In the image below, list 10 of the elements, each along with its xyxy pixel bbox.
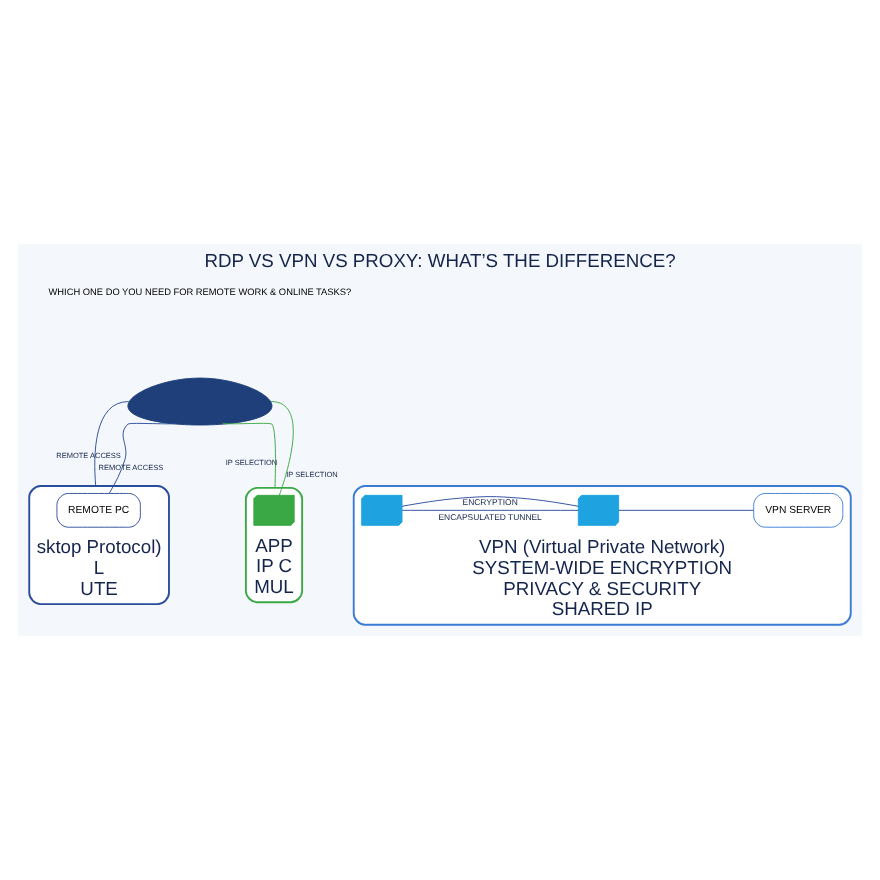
connector [94, 401, 130, 487]
connector [618, 509, 754, 511]
diagram-title: RDP VS VPN VS PROXY: WHAT’S THE DIFFERENCE? [204, 250, 676, 271]
connector [401, 496, 579, 507]
connector [270, 401, 294, 496]
node-person [127, 377, 273, 426]
connector [401, 509, 579, 511]
cluster: APP IP C MUL [244, 486, 304, 604]
connector [221, 422, 276, 489]
connector [108, 422, 178, 494]
